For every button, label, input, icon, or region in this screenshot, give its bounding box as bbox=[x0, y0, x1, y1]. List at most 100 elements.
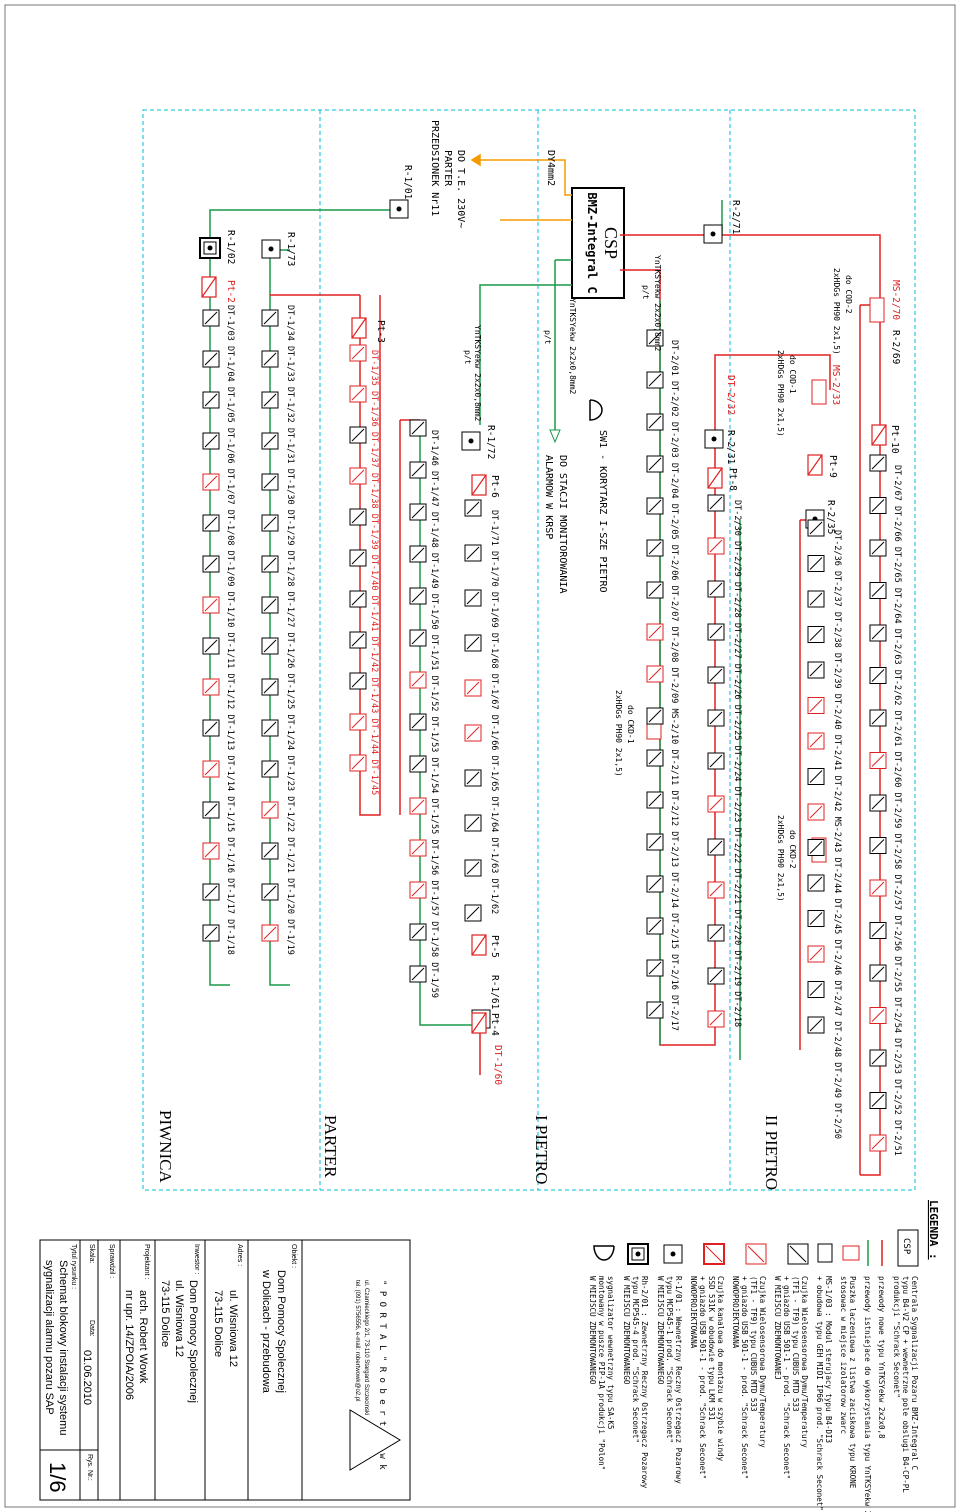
smoke-detector-mark bbox=[204, 598, 218, 612]
smoke-detector-mark bbox=[351, 756, 365, 770]
legend-title: LEGENDA : bbox=[927, 1200, 940, 1260]
floor-f0: PARTER bbox=[321, 1115, 340, 1178]
label-r231: R-2/31 bbox=[725, 430, 736, 465]
legend-ext3: W MIEJSCU ZDEMONTOWANEGO bbox=[622, 1276, 631, 1385]
smoke-detector-mark bbox=[648, 835, 662, 849]
smoke-detector-mark bbox=[648, 709, 662, 723]
tb-inw2: ul. Wisniowa 12 bbox=[173, 1280, 185, 1357]
power-feed bbox=[470, 153, 572, 221]
smoke-detector-mark bbox=[809, 947, 823, 961]
smoke-detector-mark bbox=[809, 521, 823, 535]
smoke-detector-mark bbox=[648, 793, 662, 807]
note-ckd1b: 2xHDGs PH90 2x1,5) bbox=[614, 690, 623, 777]
smoke-detector-mark bbox=[204, 803, 218, 817]
smoke-detector-mark bbox=[411, 463, 425, 477]
smoke-detector-mark bbox=[871, 499, 885, 512]
smoke-detector-mark bbox=[709, 625, 723, 639]
smoke-detector-mark bbox=[709, 711, 723, 725]
smoke-detector-mark bbox=[809, 628, 823, 641]
loop-f1 bbox=[620, 269, 831, 1046]
smoke-detector-mark bbox=[648, 583, 662, 597]
smoke-detector-mark bbox=[709, 539, 723, 553]
label-pt6: Pt-6 bbox=[489, 475, 500, 498]
smoke-detector-mark bbox=[204, 762, 218, 776]
smoke-detector-mark bbox=[871, 1051, 885, 1065]
smoke-detector-mark bbox=[871, 669, 885, 682]
legend-det1: Czujka Wielosensorowa Dymu/Temperatury bbox=[800, 1276, 809, 1448]
smoke-detector-mark bbox=[648, 751, 662, 765]
smoke-detector-mark bbox=[263, 680, 277, 694]
tb-adres1: ul. Wisniowa 12 bbox=[227, 1290, 239, 1367]
smoke-detector-mark bbox=[466, 501, 480, 515]
smoke-detector-mark bbox=[709, 496, 723, 510]
smoke-detector-mark bbox=[871, 796, 885, 810]
row-p1: DT-1/71 DT-1/70 DT-1/69 DT-1/68 DT-1/67 … bbox=[489, 510, 499, 914]
tb-data-label: Data: bbox=[88, 1320, 95, 1337]
cable-c1: YnTKSYekw 2x2x0,8mm2 bbox=[653, 255, 662, 352]
tb-sprawdzil-label: Sprawdzil : bbox=[108, 1244, 115, 1278]
smoke-detector-mark bbox=[263, 639, 277, 653]
legend-detn2: (TF1 - TF9) typu CUBUS MTD 533 bbox=[749, 1276, 758, 1411]
monitor-line bbox=[554, 259, 572, 430]
smoke-detector-mark bbox=[263, 803, 277, 817]
smoke-detector-mark bbox=[648, 499, 662, 513]
legend-det4: W MIEJSCU ZDEMONTOWANEJ bbox=[773, 1276, 782, 1380]
legend-duct1: Czujka kanalowa do montazu w szybie wind… bbox=[716, 1276, 725, 1462]
legend-csp2: typu B4-V2 CP + wewnetrzne pole obslugi … bbox=[901, 1276, 910, 1493]
tb-address: ul. Czarnieckiego 2/1, 73-110 Stargard S… bbox=[363, 1280, 369, 1415]
cable-c2: YnTKSYekw 2x2x0,8mm2 bbox=[568, 298, 577, 395]
label-pt10: Pt-10 bbox=[889, 425, 900, 454]
tb-company: " P O R T A L " R o b e r t W o w k bbox=[377, 1280, 387, 1470]
legend-man3: W MIEJSCU ZDEMONTOWANEGO bbox=[656, 1276, 665, 1385]
tb-inw3: 73-115 Dolice bbox=[159, 1280, 171, 1347]
smoke-detector-mark bbox=[263, 885, 277, 899]
tb-obiekt1: Dom Pomocy Spolecznej bbox=[275, 1270, 287, 1393]
tb-rys: 1/6 bbox=[45, 1462, 70, 1493]
smoke-detector-mark bbox=[871, 1136, 885, 1150]
wire-label: DY4mm2 bbox=[545, 150, 556, 186]
smoke-detector-mark bbox=[263, 516, 277, 530]
legend-ext2: typu MCP545-4 prod. "Schrack Seconet" bbox=[631, 1276, 640, 1443]
smoke-detector-mark bbox=[263, 393, 277, 407]
smoke-detector-mark bbox=[809, 734, 823, 748]
diagram-labels: R-2/71 R-1/01 R-1/02 R-1/73 R-1/72 R-2/3… bbox=[225, 165, 902, 1156]
floor-zones bbox=[142, 109, 916, 1191]
tb-data: 01.06.2010 bbox=[81, 1350, 93, 1405]
smoke-detector-mark bbox=[466, 771, 480, 785]
smoke-detector-mark bbox=[204, 434, 218, 448]
smoke-detector-mark bbox=[351, 551, 365, 565]
row-f2c: DT-2/30 DT-2/29 DT-2/28 DT-2/27 DT-2/26 … bbox=[732, 500, 742, 1027]
smoke-detector-mark bbox=[648, 625, 662, 639]
smoke-detector-mark bbox=[648, 919, 662, 933]
legend-det2: (TF1 - TF9) typu CUBUS MTD 533 bbox=[791, 1276, 800, 1411]
smoke-detector-mark bbox=[809, 983, 823, 996]
smoke-detector-mark bbox=[263, 721, 277, 735]
legend-ext1: Rh-2/01 : Zewnetrzny Reczny Ostrzegacz P… bbox=[640, 1276, 649, 1489]
smoke-detector-mark bbox=[351, 428, 365, 442]
tb-adres2: 73-115 Dolice bbox=[212, 1290, 224, 1357]
label-pt3: Pt-3 bbox=[375, 320, 386, 343]
smoke-detector-mark bbox=[466, 636, 480, 650]
label-pt8: Pt-8 bbox=[727, 468, 738, 491]
tb-proj2: nr upr. 14/ZPOIA/2006 bbox=[123, 1290, 135, 1400]
smoke-detector-mark bbox=[411, 547, 425, 561]
smoke-detector-mark bbox=[809, 912, 823, 925]
legend-duct4: NOWOPROJEKTOWANA bbox=[689, 1276, 698, 1349]
smoke-detector-mark bbox=[204, 639, 218, 653]
smoke-detector-mark bbox=[411, 841, 425, 855]
label-r235: R-2/35 bbox=[825, 500, 836, 534]
monitor-text-2: ALARMOW W KRSP bbox=[543, 455, 554, 539]
smoke-detector-mark bbox=[263, 434, 277, 448]
tb-tytul-label: Tytul rysunku : bbox=[70, 1244, 77, 1289]
row-f2b: DT-2/36 DT-2/37 DT-2/38 DT-2/39 DT-2/40 … bbox=[832, 530, 842, 1139]
legend-csp1: Centrala Sygnalizacji Pozaru BMZ-Integra… bbox=[910, 1276, 919, 1470]
smoke-detector-mark bbox=[809, 663, 823, 677]
legend-pt1: Puszka laczeniowa z listwa zaciskowa typ… bbox=[848, 1276, 857, 1489]
smoke-detector-mark bbox=[466, 816, 480, 830]
smoke-detector-mark bbox=[871, 754, 885, 767]
smoke-detector-mark bbox=[648, 415, 662, 429]
legend-duct3: + gniazdo USB 501-1 - prod. "Schrack Sec… bbox=[698, 1276, 707, 1479]
smoke-detector-mark bbox=[809, 1018, 823, 1032]
label-r101: R-1/01 bbox=[402, 165, 413, 200]
tb-rys-label: Rys. Nr.: bbox=[86, 1454, 93, 1481]
